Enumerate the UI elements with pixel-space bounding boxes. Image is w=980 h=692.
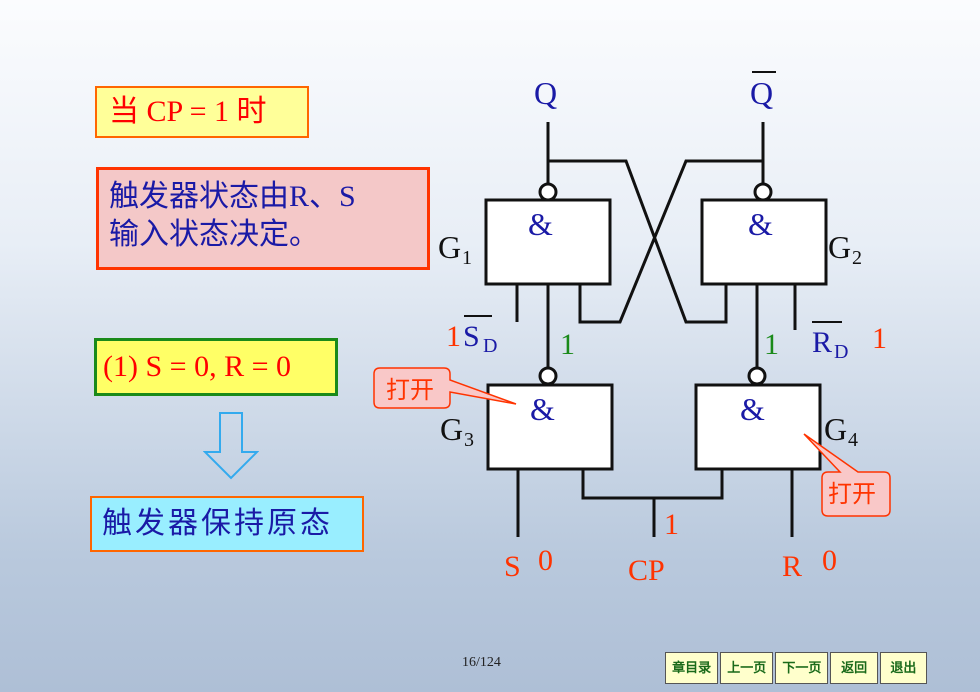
q-label: Q xyxy=(534,75,557,111)
g1-label: G xyxy=(438,229,461,265)
exit-button[interactable]: 退出 xyxy=(879,652,927,684)
g2-label: G xyxy=(828,229,851,265)
link-right-value: 1 xyxy=(764,328,779,361)
sd-value: 1 xyxy=(446,320,461,353)
next-page-button[interactable]: 下一页 xyxy=(775,652,829,684)
cp-label: CP xyxy=(628,554,665,587)
rd-subscript: D xyxy=(834,341,848,363)
page-number: 16/124 xyxy=(462,655,501,670)
gate-g2 xyxy=(700,198,828,286)
cp-value: 1 xyxy=(664,508,679,541)
g3-label: G xyxy=(440,411,463,447)
g4-subscript: 4 xyxy=(848,429,858,451)
s-label: S xyxy=(504,550,521,583)
description-line2: 输入状态决定。 xyxy=(109,218,319,251)
chapter-index-button[interactable]: 章目录 xyxy=(665,652,719,684)
condition-box: 当 CP = 1 时 xyxy=(95,86,309,138)
g4-and-symbol: & xyxy=(740,391,765,427)
sd-subscript: D xyxy=(483,335,497,357)
callout-left-text: 打开 xyxy=(386,376,434,404)
g4-label: G xyxy=(824,411,847,447)
rd-label: R xyxy=(812,326,832,359)
g2-subscript: 2 xyxy=(852,247,862,269)
gate-g1 xyxy=(484,198,612,286)
prev-page-button[interactable]: 上一页 xyxy=(720,652,774,684)
s-value: 0 xyxy=(538,544,553,577)
result-box: 触发器保持原态 xyxy=(90,496,364,552)
g1-and-symbol: & xyxy=(528,206,553,242)
rd-value: 1 xyxy=(872,322,887,355)
sd-label: S xyxy=(463,320,480,353)
g3-and-symbol: & xyxy=(530,391,555,427)
back-button[interactable]: 返回 xyxy=(830,652,878,684)
callout-right xyxy=(803,433,891,517)
qbar-label: Q xyxy=(750,75,773,111)
result-text: 触发器保持原态 xyxy=(102,507,333,540)
g2-and-symbol: & xyxy=(748,206,773,242)
case-text: (1) S = 0, R = 0 xyxy=(103,350,292,383)
callout-left xyxy=(373,367,517,409)
description-line1: 触发器状态由R、S xyxy=(109,180,356,213)
description-box: 触发器状态由R、S 输入状态决定。 xyxy=(96,167,430,270)
r-label: R xyxy=(782,550,802,583)
gate-g4 xyxy=(694,383,822,471)
condition-text: 当 CP = 1 时 xyxy=(109,95,267,128)
case-box: (1) S = 0, R = 0 xyxy=(94,338,338,396)
link-left-value: 1 xyxy=(560,328,575,361)
callout-right-text: 打开 xyxy=(828,480,876,508)
g1-subscript: 1 xyxy=(462,247,472,269)
g3-subscript: 3 xyxy=(464,429,474,451)
r-value: 0 xyxy=(822,544,837,577)
down-arrow-icon xyxy=(203,412,259,480)
nav-bar: 章目录 上一页 下一页 返回 退出 xyxy=(665,652,929,686)
